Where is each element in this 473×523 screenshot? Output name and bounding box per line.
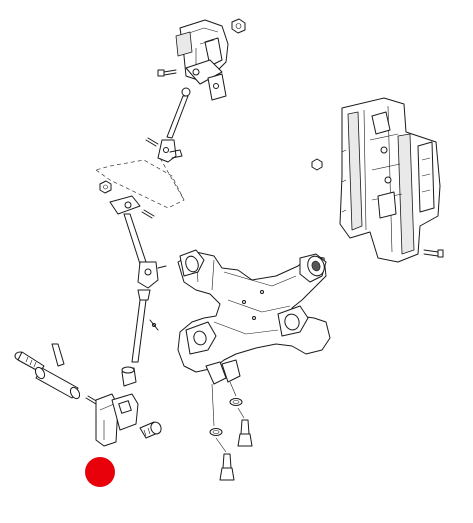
mast-nut <box>311 158 323 171</box>
swivel-link-arm <box>109 195 155 219</box>
hex-bolt-small-top <box>157 69 177 77</box>
hex-bolt-right <box>237 419 253 447</box>
clevis-pins <box>145 137 183 159</box>
hex-nut <box>231 18 246 34</box>
roll-pin <box>51 343 65 367</box>
mast-column-assembly <box>339 97 441 263</box>
lock-washer-right <box>229 398 243 406</box>
pivot-sleeve <box>34 366 81 400</box>
upper-mounting-bracket <box>175 19 229 101</box>
mast-screw <box>423 249 444 258</box>
hex-bolt-left <box>219 453 235 481</box>
callout-marker[interactable] <box>85 457 115 487</box>
lower-tie-rod <box>123 213 167 289</box>
ball-joint-nut <box>99 180 112 194</box>
assembly-leader-lines <box>95 157 185 209</box>
control-shaft <box>131 289 159 363</box>
socket-head-cap-screw <box>139 421 162 439</box>
bushing <box>121 366 137 387</box>
upper-tie-rod <box>157 87 191 163</box>
pivot-clamp-block <box>95 393 139 447</box>
lock-washer-left <box>209 428 223 436</box>
bolt-alignment-lines <box>211 381 245 453</box>
main-frame <box>177 249 331 385</box>
